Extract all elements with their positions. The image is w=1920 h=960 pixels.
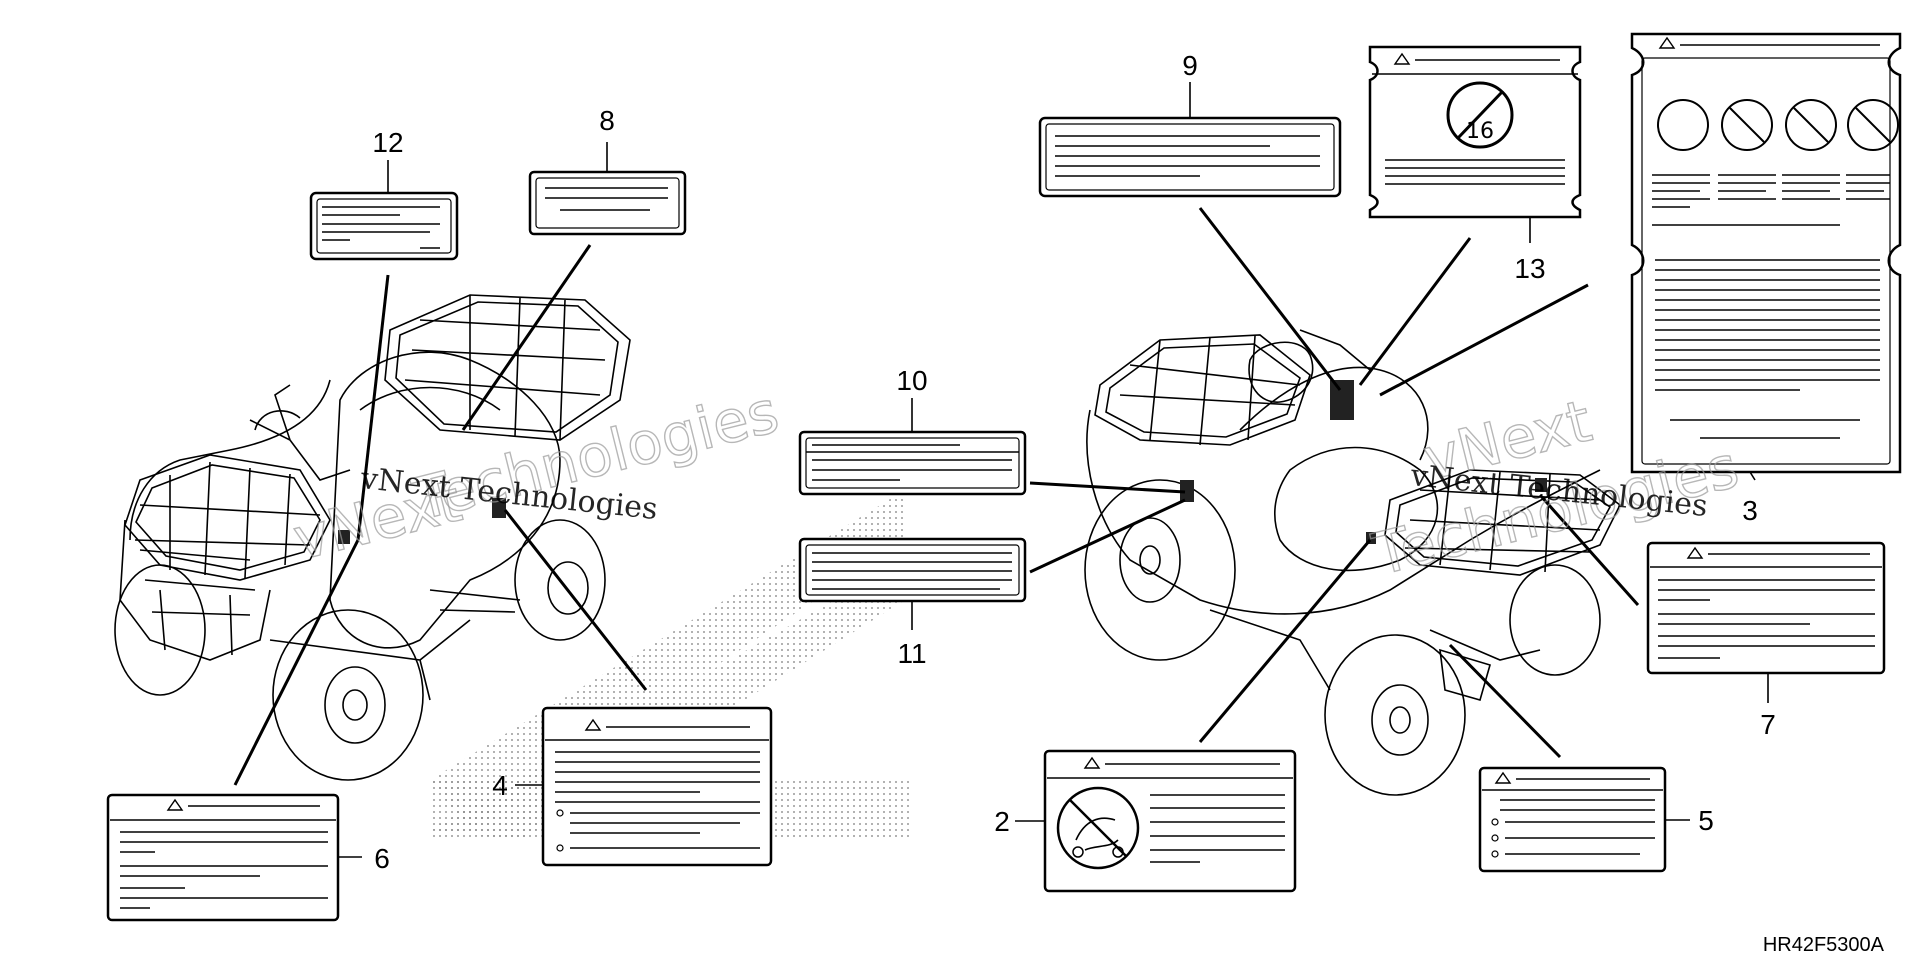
- decal-10: [798, 398, 1027, 496]
- decal-12: [309, 160, 459, 261]
- decal-location-marker: [1366, 532, 1376, 544]
- callout-7: 7: [1760, 709, 1776, 740]
- decal-location-marker: [1180, 480, 1194, 502]
- callout-5: 5: [1698, 805, 1714, 836]
- callout-9: 9: [1182, 50, 1198, 81]
- prohibition-icons: [1657, 99, 1899, 151]
- diagram-part-number: HR42F5300A: [1763, 934, 1885, 956]
- callout-10: 10: [896, 365, 927, 396]
- decal-location-marker: [492, 498, 506, 518]
- callout-4: 4: [492, 770, 508, 801]
- callout-12: 12: [372, 127, 403, 158]
- decal-8: [528, 142, 687, 236]
- decal-4: [515, 706, 773, 867]
- decal-9: [1038, 82, 1342, 198]
- decal-7: [1646, 541, 1886, 703]
- callout-11: 11: [897, 638, 926, 669]
- callout-3: 3: [1742, 495, 1758, 526]
- atv-front-view: [114, 294, 631, 781]
- decal-location-marker: [1330, 380, 1354, 420]
- decal-3: [1630, 32, 1902, 481]
- decal-6: [106, 793, 362, 922]
- no-passenger-icon: [1056, 786, 1140, 870]
- decal-13: 16: [1368, 45, 1582, 243]
- atv-rear-view: [1084, 329, 1622, 796]
- decal-location-marker: [338, 530, 350, 544]
- decal-location-marker: [1535, 478, 1547, 492]
- callout-2: 2: [994, 806, 1010, 837]
- decal-5: [1478, 766, 1690, 873]
- callout-13: 13: [1514, 253, 1545, 284]
- leader-lines: [233, 207, 1640, 786]
- age-restriction-icon: 16: [1446, 81, 1514, 149]
- callout-8: 8: [599, 105, 615, 136]
- age-restriction-label: 16: [1466, 119, 1494, 144]
- decal-2: [1015, 749, 1297, 893]
- callout-6: 6: [374, 843, 390, 874]
- decal-11: [798, 537, 1027, 630]
